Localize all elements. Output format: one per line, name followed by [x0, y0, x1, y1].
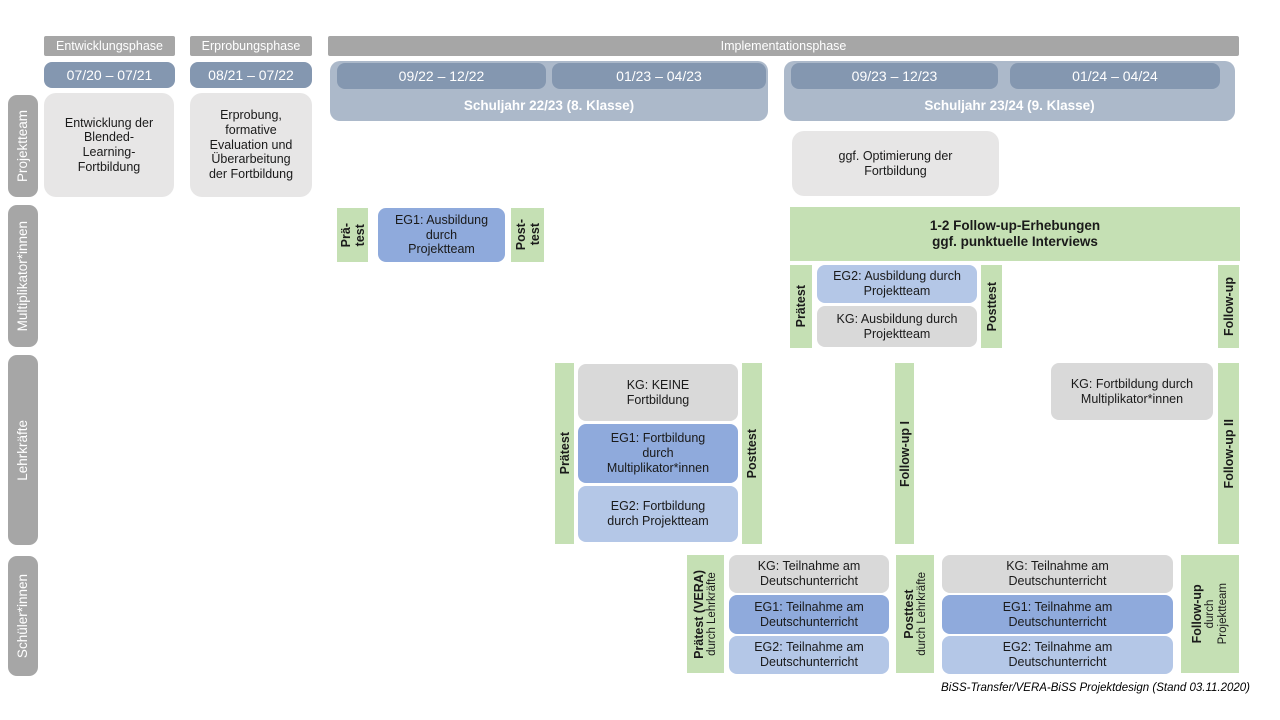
- strip-praetest-vera-schueler: Prätest (VERA) durch Lehrkräfte: [687, 555, 724, 673]
- strip-posttest-multiplikatoren-2: Posttest: [981, 265, 1002, 348]
- box-kg-keine-fortbildung-text: KG: KEINE Fortbildung: [626, 377, 690, 407]
- box-kg-teilnahme-deutschunterricht-1: KG: Teilnahme am Deutschunterricht: [729, 555, 889, 593]
- date-bar-0124-0424: 01/24 – 04/24: [1010, 63, 1220, 89]
- box-eg2-ausbildung-projektteam: EG2: Ausbildung durch Projektteam: [817, 265, 977, 303]
- strip-praetest-vera-line2: durch Lehrkräfte: [706, 572, 719, 656]
- strip-posttest-multiplikatoren-2-text: Posttest: [984, 281, 999, 332]
- strip-praetest-lehrkraefte: Prätest: [555, 363, 574, 544]
- phase-bar-implementationsphase: Implementationsphase: [328, 36, 1239, 56]
- strip-posttest-multiplikatoren-text: Post- test: [513, 219, 542, 251]
- row-label-lehrkraefte: Lehrkräfte: [8, 355, 38, 545]
- strip-followup1-lehrkraefte-text: Follow-up I: [897, 420, 912, 487]
- phase-bar-erprobungsphase: Erprobungsphase: [190, 36, 312, 56]
- strip-followup2-lehrkraefte-text: Follow-up II: [1221, 418, 1236, 489]
- box-kg-teilnahme-deutschunterricht-2: KG: Teilnahme am Deutschunterricht: [942, 555, 1173, 593]
- box-eg2-teilnahme-2-text: EG2: Teilnahme am Deutschunterricht: [1002, 640, 1113, 669]
- row-label-schuelerinnen: Schüler*innen: [8, 556, 38, 676]
- strip-followup-multiplikatoren-text: Follow-up: [1221, 276, 1236, 336]
- row-label-multiplikatorinnen: Multiplikator*innen: [8, 205, 38, 347]
- box-eg1-fortbildung-multiplikatoren: EG1: Fortbildung durch Multiplikator*inn…: [578, 424, 738, 483]
- banner-followup-erhebungen-text: 1-2 Follow-up-Erhebungen ggf. punktuelle…: [929, 218, 1101, 249]
- row-label-projektteam: Projektteam: [8, 95, 38, 197]
- box-eg1-teilnahme-deutschunterricht-1: EG1: Teilnahme am Deutschunterricht: [729, 595, 889, 634]
- box-optimierung-fortbildung: ggf. Optimierung der Fortbildung: [792, 131, 999, 196]
- row-label-multiplikatorinnen-text: Multiplikator*innen: [15, 220, 31, 332]
- box-kg-fortbildung-multiplikatoren-text: KG: Fortbildung durch Multiplikator*inne…: [1070, 376, 1194, 406]
- box-entwicklung-fortbildung: Entwicklung der Blended- Learning- Fortb…: [44, 93, 174, 197]
- banner-followup-erhebungen: 1-2 Follow-up-Erhebungen ggf. punktuelle…: [790, 207, 1240, 261]
- strip-followup-schueler-line3: Projektteam: [1217, 583, 1229, 645]
- strip-praetest-multiplikatoren-2: Prätest: [790, 265, 812, 348]
- box-eg2-ausbildung-projektteam-text: EG2: Ausbildung durch Projektteam: [833, 269, 961, 298]
- phase-bar-entwicklungsphase: Entwicklungsphase: [44, 36, 175, 56]
- box-eg1-teilnahme-2-text: EG1: Teilnahme am Deutschunterricht: [1002, 599, 1113, 629]
- box-kg-teilnahme-1-text: KG: Teilnahme am Deutschunterricht: [757, 559, 861, 588]
- schoolyear-2223-container: 09/22 – 12/22 01/23 – 04/23 Schuljahr 22…: [330, 61, 768, 121]
- strip-followup1-lehrkraefte: Follow-up I: [895, 363, 914, 544]
- box-eg2-teilnahme-deutschunterricht-2: EG2: Teilnahme am Deutschunterricht: [942, 636, 1173, 674]
- diagram-caption: BiSS-Transfer/VERA-BiSS Projektdesign (S…: [941, 682, 1250, 694]
- strip-praetest-multiplikatoren-text: Prä- test: [338, 222, 367, 248]
- row-label-lehrkraefte-text: Lehrkräfte: [15, 419, 31, 481]
- date-bar-0123-0423: 01/23 – 04/23: [552, 63, 766, 89]
- box-eg1-ausbildung-projektteam: EG1: Ausbildung durch Projektteam: [378, 208, 505, 262]
- strip-followup-schueler: Follow-up durch Projektteam: [1181, 555, 1239, 673]
- box-kg-ausbildung-projektteam: KG: Ausbildung durch Projektteam: [817, 306, 977, 347]
- box-eg1-fortbildung-multiplikatoren-text: EG1: Fortbildung durch Multiplikator*inn…: [606, 431, 710, 475]
- box-kg-fortbildung-multiplikatoren: KG: Fortbildung durch Multiplikator*inne…: [1051, 363, 1213, 420]
- strip-followup2-lehrkraefte: Follow-up II: [1218, 363, 1239, 544]
- schoolyear-2324-container: 09/23 – 12/23 01/24 – 04/24 Schuljahr 23…: [784, 61, 1235, 121]
- box-eg1-ausbildung-projektteam-text: EG1: Ausbildung durch Projektteam: [394, 212, 489, 257]
- box-kg-keine-fortbildung: KG: KEINE Fortbildung: [578, 364, 738, 421]
- box-eg1-teilnahme-deutschunterricht-2: EG1: Teilnahme am Deutschunterricht: [942, 595, 1173, 634]
- strip-praetest-multiplikatoren-2-text: Prätest: [794, 285, 808, 328]
- date-bar-0923-1223: 09/23 – 12/23: [791, 63, 998, 89]
- strip-praetest-vera-line1: Prätest (VERA): [692, 569, 707, 659]
- box-eg2-teilnahme-deutschunterricht-1: EG2: Teilnahme am Deutschunterricht: [729, 636, 889, 674]
- date-bar-0720-0721: 07/20 – 07/21: [44, 62, 175, 88]
- date-bar-0821-0722: 08/21 – 07/22: [190, 62, 312, 88]
- box-eg2-fortbildung-projektteam-text: EG2: Fortbildung durch Projektteam: [607, 499, 709, 528]
- strip-posttest-lehrkraefte-text: Posttest: [745, 428, 759, 479]
- box-optimierung-fortbildung-text: ggf. Optimierung der Fortbildung: [838, 148, 953, 178]
- strip-posttest-multiplikatoren: Post- test: [511, 208, 544, 262]
- strip-followup-schueler-line1: Follow-up: [1190, 584, 1205, 644]
- schoolyear-2324-title: Schuljahr 23/24 (9. Klasse): [924, 97, 1095, 113]
- box-eg1-teilnahme-1-text: EG1: Teilnahme am Deutschunterricht: [754, 599, 864, 629]
- row-label-schuelerinnen-text: Schüler*innen: [15, 573, 31, 659]
- box-erprobung-evaluation-text: Erprobung, formative Evaluation und Über…: [208, 108, 294, 182]
- box-erprobung-evaluation: Erprobung, formative Evaluation und Über…: [190, 93, 312, 197]
- box-eg2-teilnahme-1-text: EG2: Teilnahme am Deutschunterricht: [754, 640, 864, 669]
- date-bar-0922-1222: 09/22 – 12/22: [337, 63, 546, 89]
- box-kg-ausbildung-projektteam-text: KG: Ausbildung durch Projektteam: [836, 311, 958, 341]
- strip-followup-multiplikatoren: Follow-up: [1218, 265, 1239, 348]
- strip-praetest-lehrkraefte-text: Prätest: [557, 432, 572, 475]
- strip-praetest-multiplikatoren: Prä- test: [337, 208, 368, 262]
- box-entwicklung-fortbildung-text: Entwicklung der Blended- Learning- Fortb…: [64, 115, 154, 174]
- row-label-projektteam-text: Projektteam: [15, 109, 31, 183]
- strip-posttest-lehrkraefte: Posttest: [742, 363, 762, 544]
- box-eg2-fortbildung-projektteam: EG2: Fortbildung durch Projektteam: [578, 486, 738, 542]
- strip-followup-schueler-line2: durch: [1204, 599, 1217, 629]
- strip-posttest-schueler-line2: durch Lehrkräfte: [915, 572, 928, 656]
- schoolyear-2223-title: Schuljahr 22/23 (8. Klasse): [463, 97, 635, 113]
- box-kg-teilnahme-2-text: KG: Teilnahme am Deutschunterricht: [1006, 559, 1109, 588]
- strip-posttest-schueler-line1: Posttest: [901, 589, 916, 639]
- strip-posttest-schueler: Posttest durch Lehrkräfte: [896, 555, 934, 673]
